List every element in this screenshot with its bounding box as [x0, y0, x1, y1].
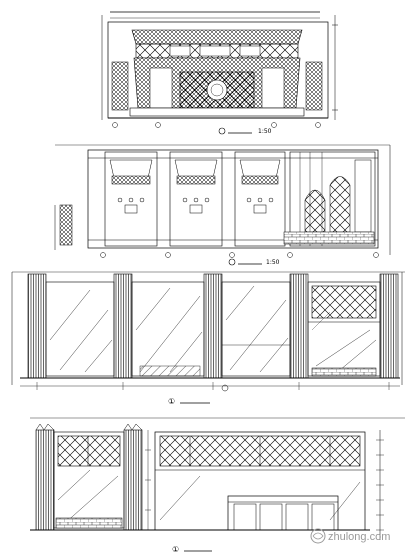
elevation-4: ①: [30, 417, 405, 554]
elevation-4-mark: ①: [172, 545, 179, 554]
bay-1: [104, 151, 158, 247]
elevation-3-mark: ①: [168, 397, 175, 406]
watermark: zhulong.com: [310, 528, 390, 544]
elevation-1-scale: 1:50: [258, 128, 272, 135]
elevation-1: 1:50: [101, 11, 338, 135]
elevation-2: 1:50: [54, 144, 391, 266]
bay-2: [169, 151, 223, 247]
bay-3: [234, 151, 286, 247]
elevation-2-scale: 1:50: [266, 259, 280, 266]
elevation-3: ①: [11, 271, 405, 406]
watermark-text: zhulong.com: [328, 531, 390, 543]
